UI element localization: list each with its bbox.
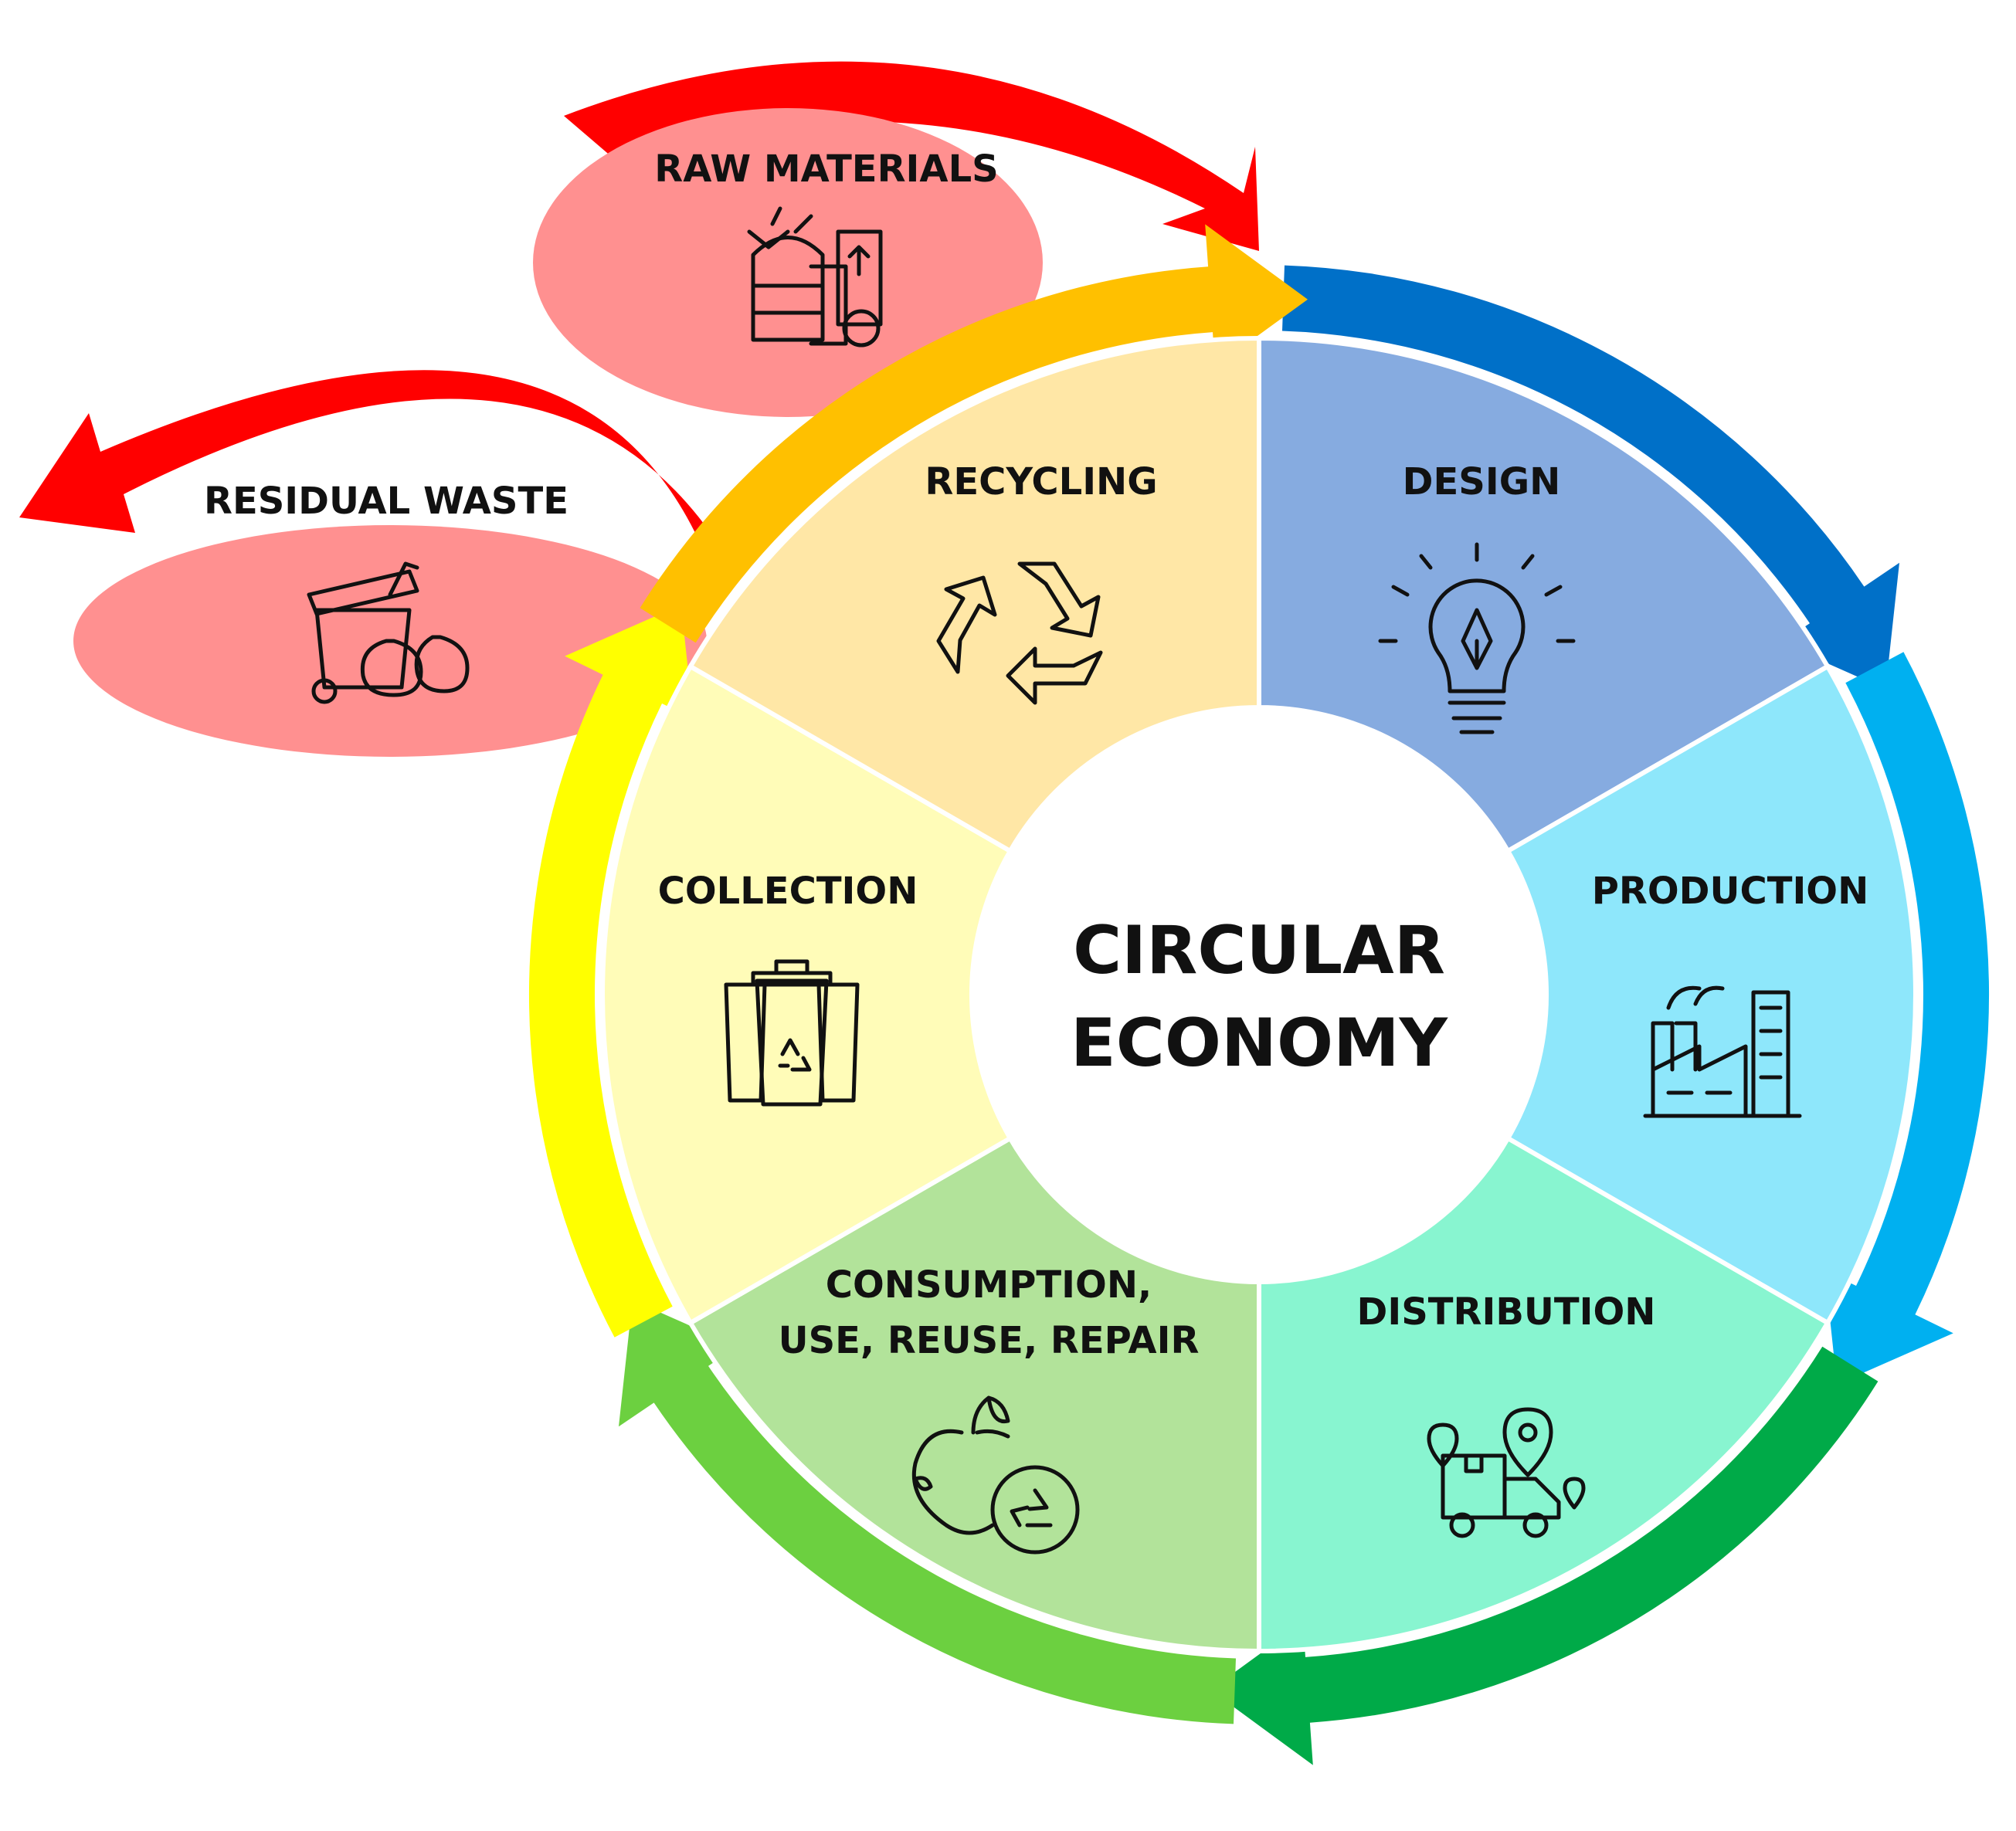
center-title-line1: CIRCULAR (1073, 912, 1445, 989)
residual-waste-node: RESIDUAL WASTE (19, 370, 711, 757)
residual-waste-label: RESIDUAL WASTE (204, 480, 568, 523)
stage-label-distribution: DISTRIBUTION (1357, 1290, 1656, 1334)
raw-materials-icon (747, 206, 883, 348)
waste-bin-bags-icon (307, 561, 470, 704)
residual-waste-arrow (19, 370, 711, 533)
delivery-truck-icon (1427, 1407, 1586, 1538)
raw-materials-node: RAW MATERIALS (533, 61, 1259, 417)
ring-arrow-production (1824, 652, 1990, 1385)
apple-recycle-icon (911, 1395, 1080, 1555)
lightbulb-pen-icon (1378, 542, 1576, 734)
stage-label-consumption-line1: CONSUMPTION, (826, 1263, 1152, 1307)
raw-materials-label: RAW MATERIALS (654, 147, 998, 191)
stage-label-production: PRODUCTION (1592, 870, 1869, 913)
center-title-line2: ECONOMY (1071, 1005, 1449, 1082)
recycling-bins-icon (724, 959, 860, 1107)
recycle-icon (936, 561, 1103, 705)
ring-arrow-collection (528, 605, 694, 1338)
factory-icon (1643, 985, 1802, 1118)
ring-arrow-design (1282, 265, 1899, 690)
ring-arrow-consumption (619, 1300, 1236, 1724)
stage-label-collection: COLLECTION (658, 870, 918, 913)
stage-label-recycling: RECYCLING (925, 460, 1157, 504)
center-circle (972, 707, 1546, 1282)
stage-label-consumption-line2: USE, REUSE, REPAIR (779, 1319, 1200, 1362)
stage-label-design: DESIGN (1403, 460, 1561, 504)
cycle-wedges (600, 335, 1918, 1654)
ring-arrow-distribution (1210, 1346, 1879, 1765)
raw-materials-arrow (564, 61, 1259, 251)
ring-arrow-recycling (640, 224, 1308, 643)
raw-materials-bubble (533, 108, 1043, 417)
ring-arrows (528, 224, 1990, 1765)
